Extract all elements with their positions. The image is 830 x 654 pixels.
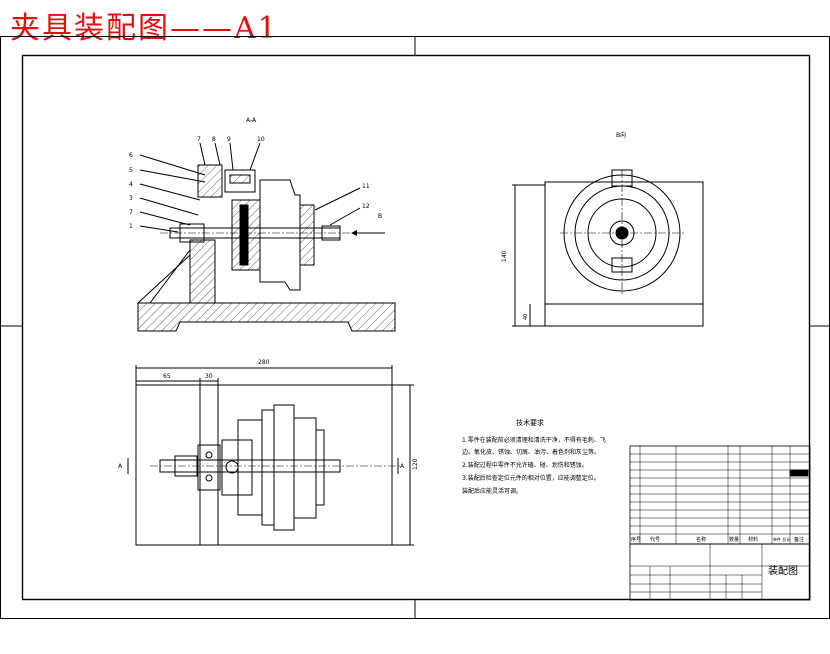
header-cell: 材料	[748, 536, 758, 543]
part-number: 3	[129, 195, 133, 202]
dim-left-a: 65	[163, 373, 171, 380]
dim-overall-width: 280	[258, 359, 270, 366]
part-number: 5	[129, 167, 133, 174]
dim-base: 40	[523, 314, 529, 320]
dim-height: 140	[501, 250, 508, 262]
sheet-border	[0, 36, 830, 619]
parts-list-header: 序号 代号 名称 数量 材料 单件 总计 备注	[631, 536, 804, 543]
header-cell: 备注	[794, 536, 804, 543]
dim-left-b: 30	[205, 373, 213, 380]
tech-req-line: 2.装配过程中零件不允许磕、碰、划伤和锈蚀。	[462, 461, 588, 469]
header-cell: 数量	[729, 536, 739, 543]
section-view-aa: A-A	[129, 117, 396, 332]
section-view-label: A-A	[246, 117, 257, 124]
section-mark-left: A	[118, 463, 123, 470]
parts-list-and-title-block	[629, 445, 811, 601]
part-number: 10	[257, 136, 265, 143]
technical-requirements: 技术要求 1.零件在装配前必须清理和清洗干净，不得有毛刺、飞 边、氧化皮、锈蚀、…	[462, 418, 606, 495]
dim-top-height: 120	[412, 458, 419, 470]
top-view: 280 65 30 120 A A	[118, 359, 419, 546]
tech-req-line: 1.零件在装配前必须清理和清洗干净，不得有毛刺、飞	[462, 436, 606, 444]
view-b-arrow-label: B	[378, 213, 382, 220]
part-number: 11	[362, 183, 370, 190]
part-number: 4	[129, 181, 133, 188]
tech-req-line: 3.装配后检查定位元件的相对位置，应能调整定位。	[462, 474, 600, 482]
tech-req-line: 装配后应能灵活可调。	[462, 487, 522, 495]
part-number: 1	[129, 223, 133, 230]
header-cell: 代号	[650, 536, 660, 543]
view-b-label: B向	[616, 131, 626, 139]
part-number: 7	[197, 136, 201, 143]
part-number: 9	[227, 136, 231, 143]
section-mark-right: A	[400, 463, 405, 470]
header-cell: 序号	[631, 536, 641, 543]
part-number: 12	[362, 203, 370, 210]
part-number: 8	[212, 136, 216, 143]
tech-req-line: 边、氧化皮、锈蚀、切屑、油污、着色剂和灰尘等。	[462, 448, 600, 456]
header-cell: 名称	[696, 536, 706, 543]
part-number: 6	[129, 152, 133, 159]
view-b: B向 140 40	[501, 131, 704, 327]
tech-req-title: 技术要求	[516, 418, 544, 427]
header-cell: 单件 总计	[773, 536, 790, 542]
part-number: 7	[129, 209, 133, 216]
drawing-title: 夹具装配图——A1	[10, 11, 279, 46]
title-block-name: 装配图	[768, 564, 798, 577]
